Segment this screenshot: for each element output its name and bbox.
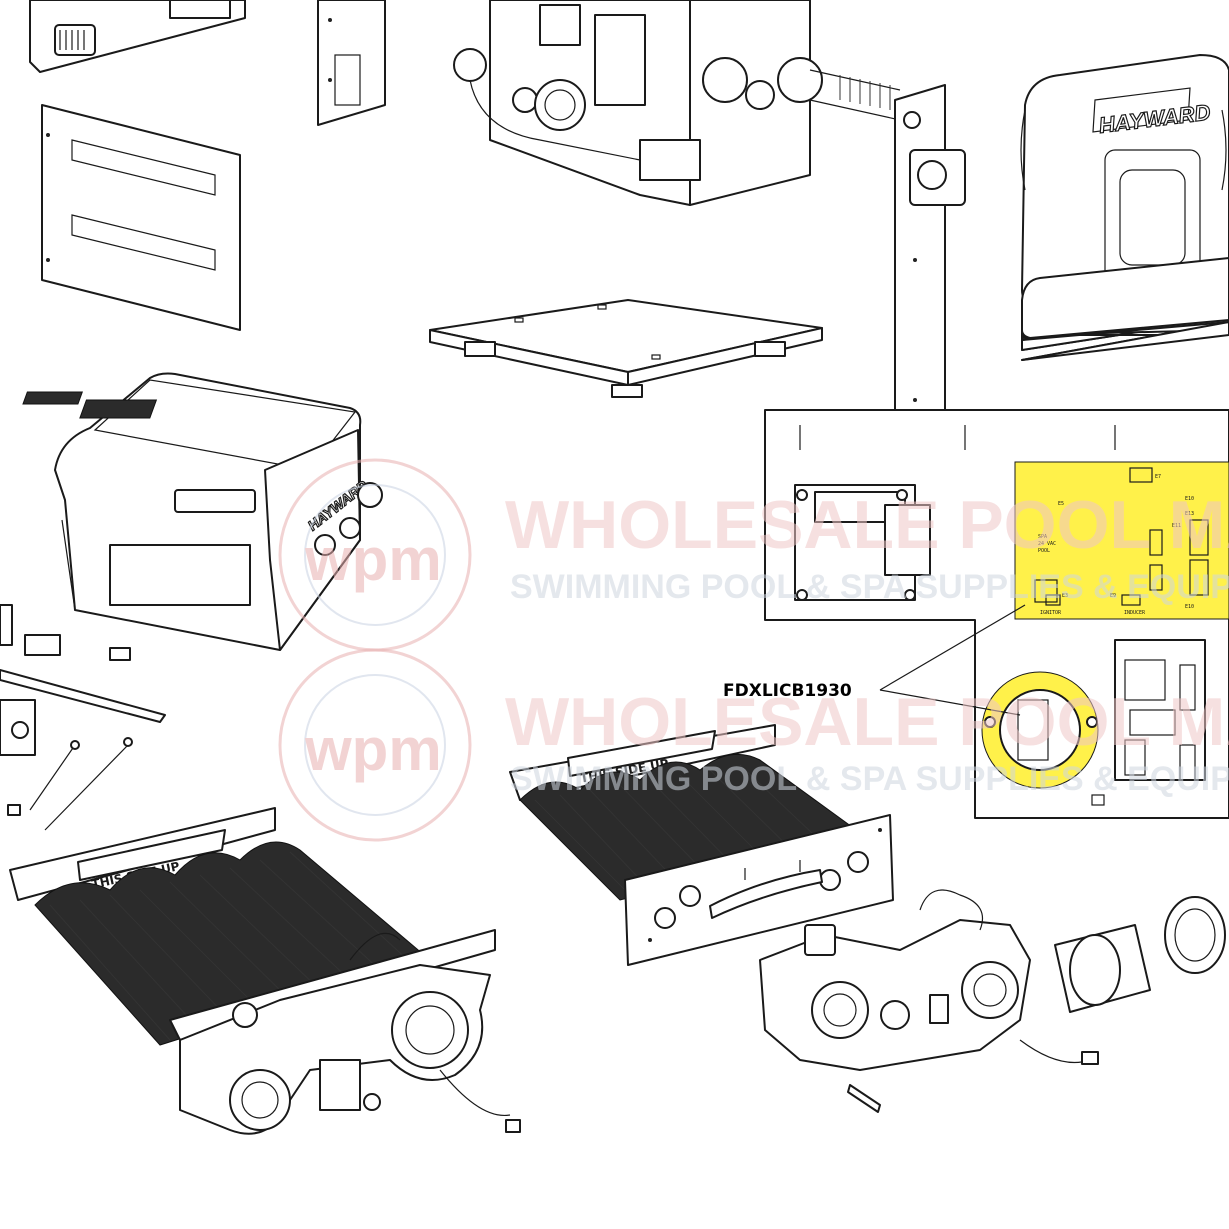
watermark-sub-lower: SWIMMING POOL & SPA SUPPLIES & EQUIPMENT	[510, 760, 1229, 798]
watermark-lower: wpm WHOLESALE POOL MART SWIMMING POOL & …	[278, 648, 1229, 842]
watermark-sub-upper: SWIMMING POOL & SPA SUPPLIES & EQUIPMENT	[510, 568, 1229, 606]
board-label-e13: E13	[1185, 511, 1194, 517]
watermark-logo-lower: wpm	[304, 716, 442, 783]
base-pan	[429, 299, 823, 398]
board-label-spa: SPA	[1038, 534, 1047, 540]
heat-exchanger-left: THIS SIDE UP	[9, 807, 521, 1135]
manifold-assembly	[759, 889, 1226, 1113]
heat-exchanger-center: THIS SIDE UP	[509, 724, 894, 966]
board-label-e10: E10	[1185, 496, 1194, 502]
lower-front-grille	[1021, 257, 1229, 339]
mounting-bracket-top	[317, 0, 386, 126]
board-label-24vac: 24 VAC	[1038, 541, 1056, 547]
watermark-title-lower: WHOLESALE POOL MART	[505, 684, 1229, 760]
heater-chassis-internal	[453, 0, 901, 206]
board-label-e10b: E10	[1185, 604, 1194, 610]
small-parts-left	[0, 604, 166, 831]
board-label-inducer: INDUCER	[1124, 610, 1146, 616]
board-label-e3: E3	[1062, 593, 1068, 599]
watermark-title-upper: WHOLESALE POOL MART	[505, 487, 1229, 563]
watermark-logo-upper: wpm	[304, 526, 442, 593]
board-label-e11: E11	[1172, 523, 1181, 529]
control-board-panel: SPA 24 VAC POOL IGNITOR INDUCER E7 E10 E…	[764, 409, 1229, 819]
part-number-label: FDXLICB1930	[723, 681, 852, 701]
control-board-highlight	[1014, 461, 1229, 620]
heater-assembly: HAYWARD	[22, 372, 383, 651]
front-bezel-top: HAYWARD	[1020, 54, 1229, 351]
front-cover-panel-top	[29, 0, 246, 73]
board-label-e9: E9	[1110, 593, 1116, 599]
watermark-upper: wpm WHOLESALE POOL MART SWIMMING POOL & …	[278, 458, 1229, 652]
board-label-ignitor: IGNITOR	[1040, 610, 1062, 616]
side-access-panel	[41, 104, 241, 331]
board-label-e5: E5	[1058, 501, 1064, 507]
part-callout: FDXLICB1930	[723, 604, 1026, 716]
rear-panel-with-valve	[894, 84, 966, 466]
board-label-e7: E7	[1155, 474, 1161, 480]
board-label-pool: POOL	[1038, 548, 1050, 554]
